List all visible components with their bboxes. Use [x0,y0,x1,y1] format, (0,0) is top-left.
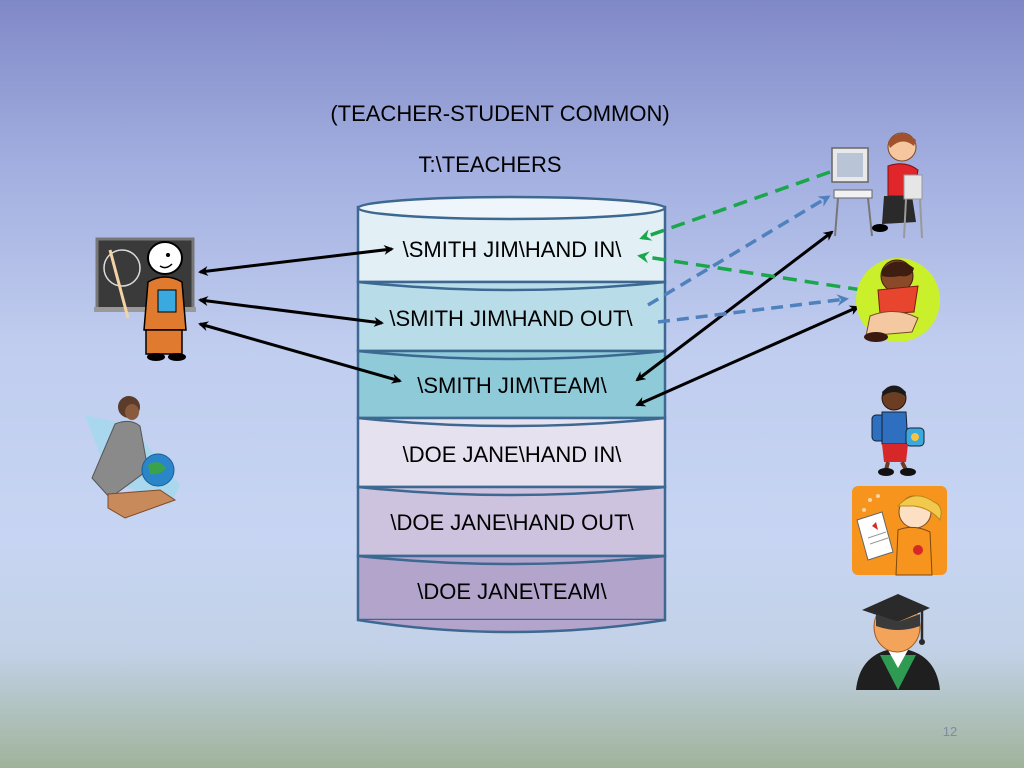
student-with-paper-icon [852,486,947,576]
folder-segment[interactable] [356,485,667,558]
arrow-student2-hand-in [637,251,863,292]
arrow-teacher-hand-out [198,296,384,327]
student-team-arrows [635,230,860,407]
drive-path-label: T:\TEACHERS [418,152,562,177]
student-at-computer-icon [831,132,923,239]
folder-segment[interactable] [356,554,667,622]
folder-label: \SMITH JIM\TEAM\ [417,373,607,398]
arrow-teacher-hand-in [198,244,394,277]
slide-number: 12 [942,724,958,739]
graduate-icon [856,594,940,690]
teacher-with-globe-icon [85,396,180,519]
arrow-hand-out-student1 [647,195,831,307]
folder-label: \DOE JANE\HAND OUT\ [390,510,634,535]
shared-drive-cylinder [356,195,667,634]
folder-segment[interactable] [356,416,667,489]
arrow-hand-out-student2 [657,294,849,324]
student-reading-icon [856,258,940,342]
teacher-connection-arrows [198,244,402,384]
diagram-title: (TEACHER-STUDENT COMMON) [330,101,670,126]
folder-label: \SMITH JIM\HAND OUT\ [389,306,633,331]
green-dashed-arrows [637,170,863,292]
blue-dashed-arrows [647,195,849,324]
folder-label: \DOE JANE\TEAM\ [417,579,607,604]
folder-label: \DOE JANE\HAND IN\ [403,442,623,467]
arrow-teacher-team [198,321,402,384]
arrow-student2-team [635,305,860,407]
folder-label: \SMITH JIM\HAND IN\ [403,237,623,262]
student-with-backpack-icon [871,385,925,476]
arrow-student1-hand-in [639,170,831,241]
teacher-at-blackboard-icon [94,237,196,361]
